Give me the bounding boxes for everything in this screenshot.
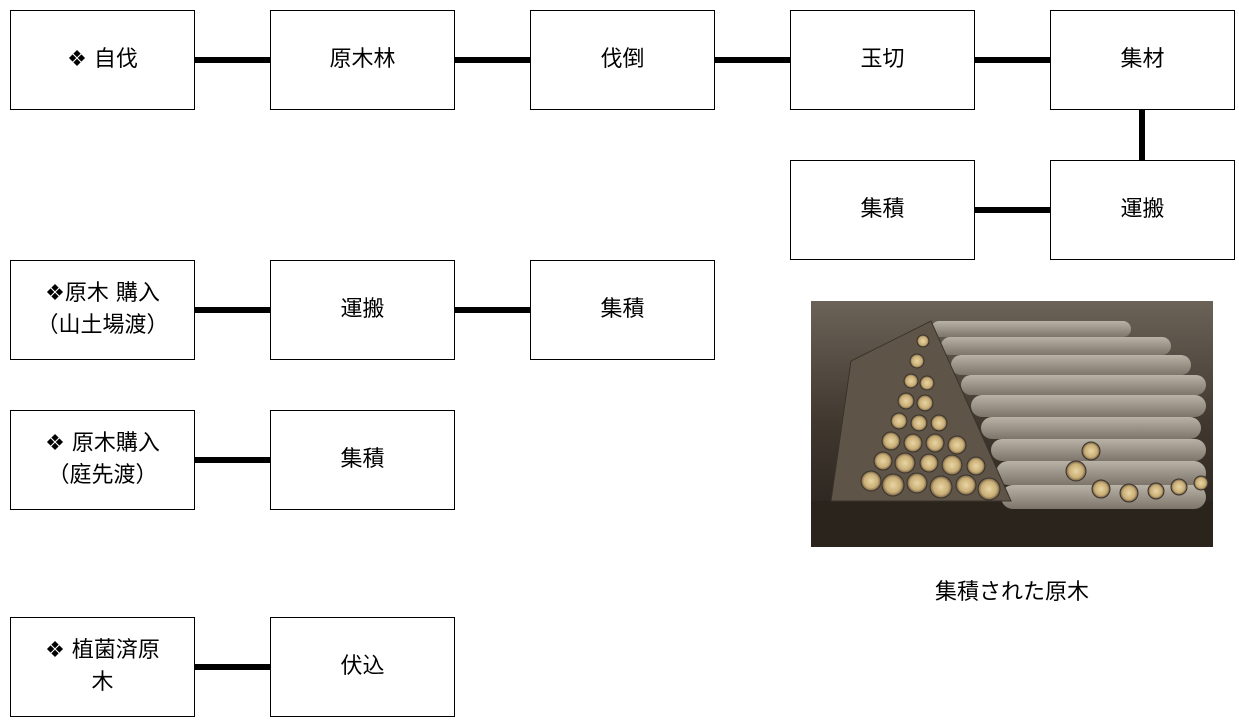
stacked-logs-photo [811,301,1213,547]
connector-genbokurin-battou [455,57,530,63]
node-jibatsu-label: ❖ 自伐 [67,47,138,73]
node-inoculated-log: ❖ 植菌済原 木 [10,617,195,717]
connector-shuuzai-unpan [1139,110,1145,160]
connector-niwasaki-shuuseki [195,457,270,463]
node-row3-unpan: 運搬 [270,260,455,360]
connector-tamagiri-shuuzai [975,57,1050,63]
node-row2-unpan: 運搬 [1050,160,1235,260]
node-purchase-yamadoba-line1: ❖原木 購入 [45,281,160,307]
connector-row3-unpan-shuuseki [455,307,530,313]
node-fusekomi: 伏込 [270,617,455,717]
node-purchase-niwasaki-line2: （庭先渡） [47,463,158,488]
node-battou: 伐倒 [530,10,715,110]
node-fusekomi-label: 伏込 [340,654,385,680]
node-purchase-niwasaki-text: ❖ 原木購入 （庭先渡） [45,428,160,492]
node-shuuzai: 集材 [1050,10,1235,110]
connector-jibatsu-genbokurin [195,57,270,63]
node-purchase-yamadoba: ❖原木 購入 （山土場渡） [10,260,195,360]
node-row3-shuuseki: 集積 [530,260,715,360]
connector-unpan-shuuseki [975,207,1050,213]
node-row2-unpan-label: 運搬 [1120,197,1165,223]
log-end-cuts [860,334,1209,503]
node-purchase-yamadoba-line2: （山土場渡） [36,313,169,338]
node-purchase-niwasaki-line1: ❖ 原木購入 [45,431,160,457]
node-inoculated-log-line2: 木 [91,670,114,695]
node-genbokurin: 原木林 [270,10,455,110]
node-row2-shuuseki: 集積 [790,160,975,260]
photo-caption: 集積された原木 [934,580,1089,605]
node-shuuzai-label: 集材 [1120,47,1165,73]
node-purchase-niwasaki: ❖ 原木購入 （庭先渡） [10,410,195,510]
node-row4-shuuseki: 集積 [270,410,455,510]
node-jibatsu: ❖ 自伐 [10,10,195,110]
connector-inoculated-fusekomi [195,664,270,670]
node-tamagiri-label: 玉切 [860,47,905,73]
stacked-logs-illustration [811,301,1213,547]
node-tamagiri: 玉切 [790,10,975,110]
node-inoculated-log-text: ❖ 植菌済原 木 [45,635,160,699]
log-pile-sides [931,321,1206,509]
connector-yamadoba-unpan [195,307,270,313]
connector-battou-tamagiri [715,57,790,63]
node-row2-shuuseki-label: 集積 [860,197,905,223]
node-row4-shuuseki-label: 集積 [340,447,385,473]
node-genbokurin-label: 原木林 [329,47,396,73]
node-row3-unpan-label: 運搬 [340,297,385,323]
node-row3-shuuseki-label: 集積 [600,297,645,323]
node-battou-label: 伐倒 [600,47,645,73]
node-inoculated-log-line1: ❖ 植菌済原 [45,638,160,664]
node-purchase-yamadoba-text: ❖原木 購入 （山土場渡） [36,278,168,342]
